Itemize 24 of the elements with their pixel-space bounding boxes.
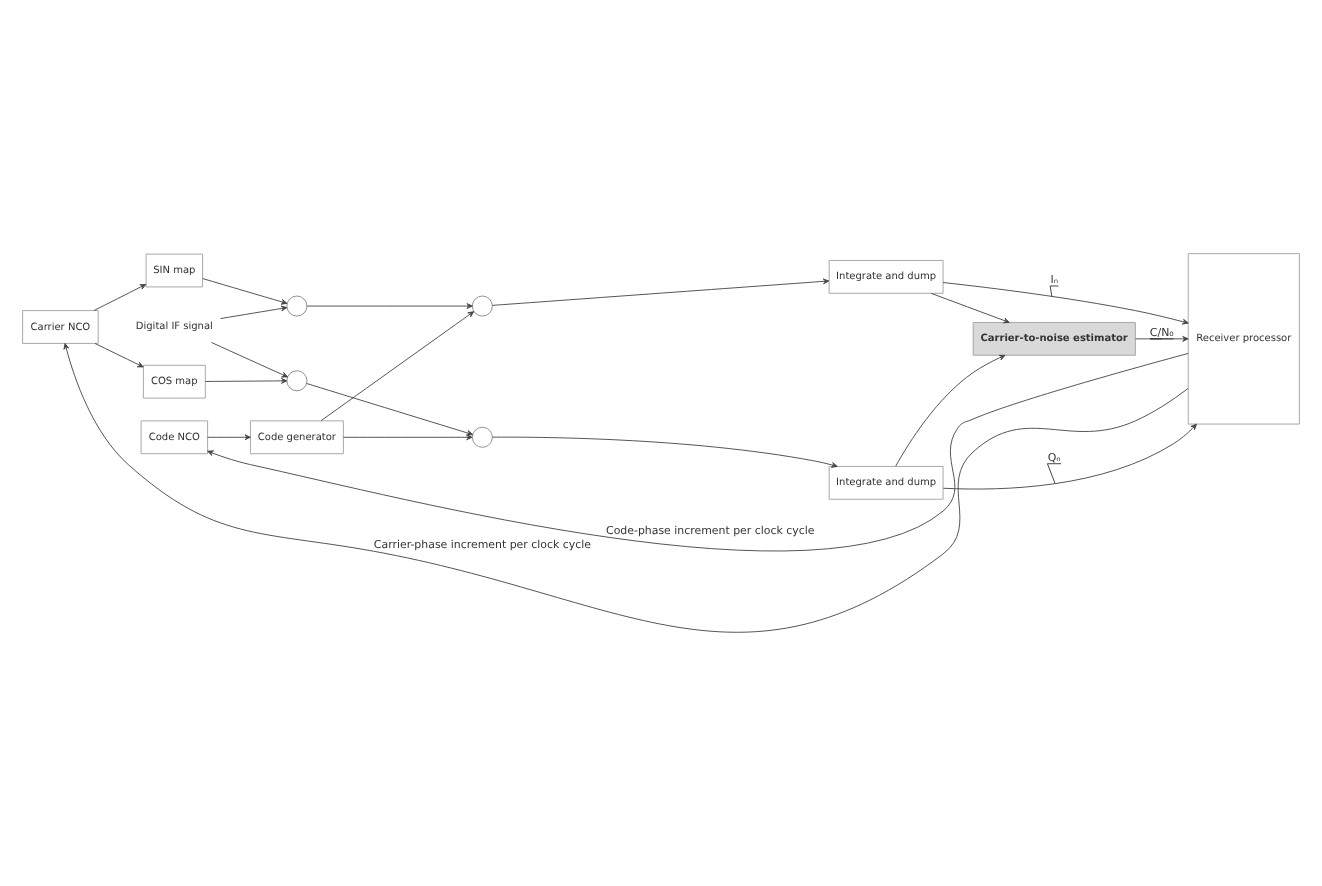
- arrow: [343, 434, 473, 441]
- arrow: [207, 434, 251, 441]
- arrow: [930, 292, 1010, 324]
- arrow: [207, 353, 1189, 551]
- arrow: [491, 278, 830, 306]
- arrow: [93, 284, 147, 311]
- arrow: [895, 354, 1006, 467]
- arrow: [320, 311, 475, 422]
- node-circle: [286, 370, 308, 392]
- arrow: [63, 343, 1189, 633]
- node-circle: [471, 295, 493, 317]
- arrow: [204, 377, 288, 384]
- node-circle: [286, 295, 308, 317]
- arrow: [202, 278, 288, 305]
- arrow: [1135, 335, 1189, 342]
- arrow: [306, 303, 473, 309]
- arrow: [942, 282, 1189, 325]
- arrow: [94, 342, 144, 368]
- arrow: [492, 436, 838, 468]
- arrow: [942, 423, 1197, 490]
- node-circle: [471, 426, 493, 448]
- arrow: [220, 305, 288, 320]
- arrow: [211, 342, 288, 378]
- arrow: [306, 383, 474, 436]
